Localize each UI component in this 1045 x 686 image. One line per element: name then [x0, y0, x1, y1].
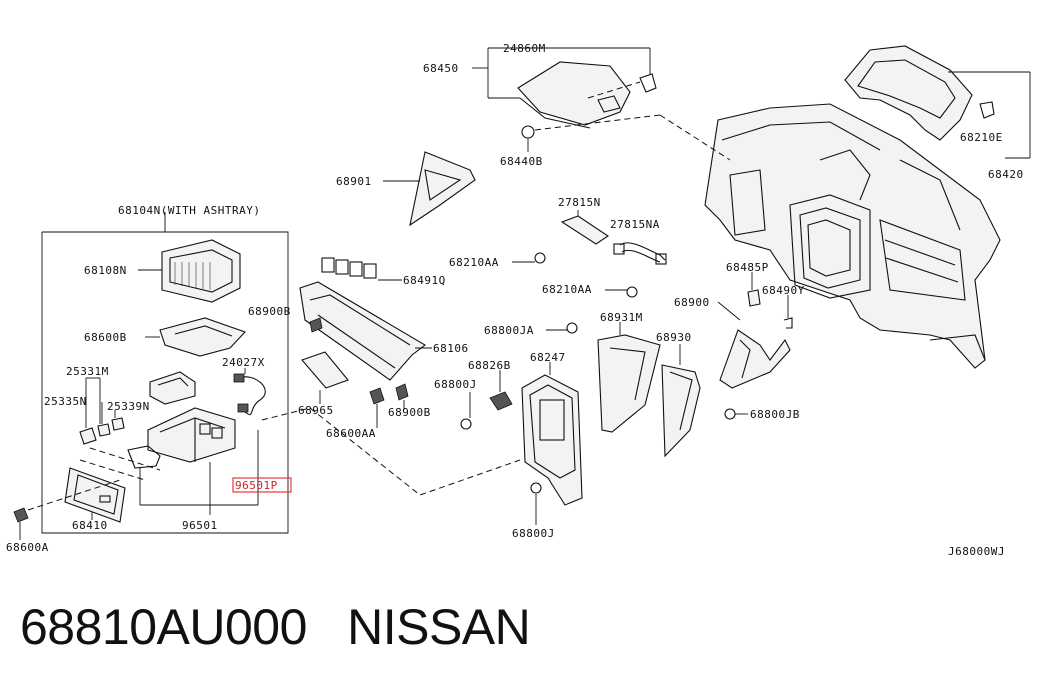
label-68104n: 68104N(WITH ASHTRAY) — [118, 204, 260, 217]
diagram-code: J68000WJ — [948, 545, 1005, 558]
label-68900: 68900 — [674, 296, 710, 309]
label-68106: 68106 — [433, 342, 469, 355]
brand-name: NISSAN — [347, 599, 531, 655]
label-68600aa: 68600AA — [326, 427, 376, 440]
label-68210e: 68210E — [960, 131, 1003, 144]
label-68800j-1: 68800J — [434, 378, 477, 391]
label-68247: 68247 — [530, 351, 566, 364]
label-96501: 96501 — [182, 519, 218, 532]
label-68600b: 68600B — [84, 331, 127, 344]
label-27815n: 27815N — [558, 196, 601, 209]
label-68900b-top: 68900B — [248, 305, 291, 318]
instrument-panel — [704, 103, 1001, 369]
label-68490y: 68490Y — [762, 284, 805, 297]
label-96501p: 96501P — [235, 479, 278, 492]
label-68420: 68420 — [988, 168, 1024, 181]
label-68210aa-1: 68210AA — [449, 256, 499, 269]
upper-pad — [472, 47, 731, 161]
label-68800jb: 68800JB — [750, 408, 800, 421]
label-68930: 68930 — [656, 331, 692, 344]
label-25335n: 25335N — [44, 395, 87, 408]
cluster-hood — [844, 45, 1031, 159]
label-27815na: 27815NA — [610, 218, 660, 231]
label-68800ja: 68800JA — [484, 324, 534, 337]
label-24027x: 24027X — [222, 356, 265, 369]
label-68485p: 68485P — [726, 261, 769, 274]
label-68965: 68965 — [298, 404, 334, 417]
part-number: 68810AU000 — [20, 599, 307, 655]
label-68826b: 68826B — [468, 359, 511, 372]
label-68450: 68450 — [423, 62, 459, 75]
lower-cover — [717, 272, 793, 420]
label-68900b-bot: 68900B — [388, 406, 431, 419]
center-bracket — [512, 210, 667, 298]
label-68931m: 68931M — [600, 311, 643, 324]
console-finisher — [299, 257, 432, 428]
label-25331m: 25331M — [66, 365, 109, 378]
console-side-panels — [460, 322, 701, 525]
side-finisher — [383, 151, 476, 227]
center-console-assembly — [13, 212, 292, 540]
highlight-box — [232, 477, 292, 493]
label-24860m: 24860M — [503, 42, 546, 55]
label-68600a: 68600A — [6, 541, 49, 554]
label-68440b: 68440B — [500, 155, 543, 168]
label-68410: 68410 — [72, 519, 108, 532]
label-68491q: 68491Q — [403, 274, 446, 287]
label-25339n: 25339N — [107, 400, 150, 413]
label-68901: 68901 — [336, 175, 372, 188]
label-68210aa-2: 68210AA — [542, 283, 592, 296]
label-68108n: 68108N — [84, 264, 127, 277]
part-number-caption: 68810AU000 NISSAN — [20, 598, 531, 656]
label-68800j-2: 68800J — [512, 527, 555, 540]
